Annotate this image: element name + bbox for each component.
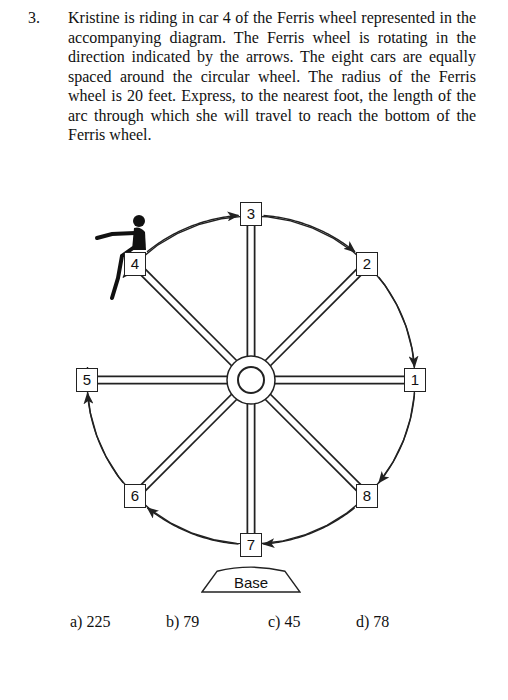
ferris-car: 8 — [356, 484, 378, 508]
ferris-car: 4 — [124, 252, 146, 276]
ferris-car: 5 — [76, 368, 98, 392]
ferris-car: 7 — [240, 533, 262, 557]
rim-arrow — [147, 215, 238, 251]
question-text: Kristine is riding in car 4 of the Ferri… — [68, 8, 476, 145]
ferris-car: 1 — [404, 368, 426, 392]
ferris-car: 2 — [356, 252, 378, 276]
car-number: 5 — [81, 371, 93, 388]
rim-arrow — [263, 508, 354, 544]
car-number: 3 — [245, 205, 257, 222]
rim-arrow — [87, 216, 415, 544]
car-number: 1 — [409, 371, 421, 388]
rim-arrow — [264, 215, 355, 251]
ferris-car: 3 — [240, 202, 262, 226]
rim-arrow — [379, 393, 415, 483]
car-number: 6 — [129, 487, 141, 504]
rim-arrow — [379, 277, 415, 367]
answer-choice: c) 45 — [268, 612, 300, 632]
answer-choice: a) 225 — [70, 612, 110, 632]
rim-arrow — [88, 393, 124, 483]
car-number: 7 — [245, 536, 257, 553]
wheel-base: Base — [201, 562, 301, 593]
rim-arrow — [147, 508, 238, 544]
rider-figure — [97, 215, 146, 298]
answer-choice: b) 79 — [166, 612, 199, 632]
car-number: 8 — [361, 487, 373, 504]
ferris-car: 6 — [124, 484, 146, 508]
question-number: 3. — [28, 8, 40, 28]
car-number: 2 — [361, 255, 373, 272]
base-label: Base — [201, 574, 301, 591]
answer-choice: d) 78 — [356, 612, 389, 632]
car-number: 4 — [129, 255, 141, 272]
